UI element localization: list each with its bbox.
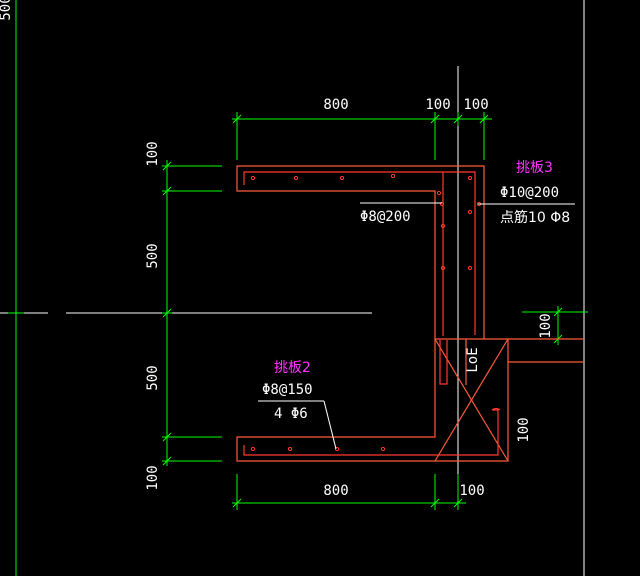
dim-bottom-800: 800 xyxy=(323,483,348,499)
slab2-dist-label: 4 Φ6 xyxy=(274,406,308,422)
anchor-label: LoE xyxy=(465,347,481,372)
dim-left-100-top: 100 xyxy=(145,141,161,166)
dim-top-100b: 100 xyxy=(463,97,488,113)
dim-edge-500: 500 xyxy=(0,0,14,21)
beam-diagonal-2 xyxy=(434,338,509,462)
slab3-dist-label: 点筋10 Φ8 xyxy=(500,209,570,226)
upper-slab-outline xyxy=(236,165,485,339)
dim-left-500-bottom: 500 xyxy=(145,365,161,390)
dim-bottom-100: 100 xyxy=(459,483,484,499)
dim-top-100a: 100 xyxy=(425,97,450,113)
dim-right-100-lower: 100 xyxy=(516,417,532,442)
slab2-leader-d xyxy=(323,400,337,450)
slab2-rebar-label: Φ8@150 xyxy=(262,382,313,398)
slab2-name-label: 挑板2 xyxy=(274,360,311,376)
top-slab-rebar xyxy=(243,171,476,335)
rebar-lines xyxy=(243,171,501,456)
axis-lines xyxy=(0,0,585,576)
leader-lines xyxy=(258,202,575,450)
dim-left-100-bottom: 100 xyxy=(145,465,161,490)
slab3-name-label: 挑板3 xyxy=(516,160,553,176)
stirrup-hook xyxy=(491,407,501,411)
top-rebar-label: Φ8@200 xyxy=(360,209,411,225)
slab3-rebar-label: Φ10@200 xyxy=(500,185,559,201)
hook-rebar xyxy=(439,340,448,385)
dim-left-500-top: 500 xyxy=(145,243,161,268)
dimension-texts: 800 100 100 800 100 100 500 500 100 100 … xyxy=(0,0,554,499)
annotation-texts: 挑板3 Φ10@200 点筋10 Φ8 Φ8@200 挑板2 Φ8@150 4 … xyxy=(262,160,570,422)
dim-right-100-upper: 100 xyxy=(538,313,554,338)
dimension-lines xyxy=(8,0,588,576)
bottom-slab-rebar xyxy=(243,409,499,456)
dim-top-800: 800 xyxy=(323,97,348,113)
